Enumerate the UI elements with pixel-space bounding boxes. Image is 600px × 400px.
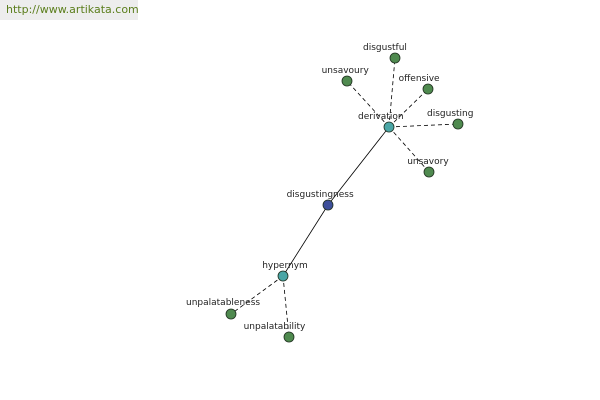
node-derivation[interactable] <box>383 121 395 133</box>
node-unsavory[interactable] <box>423 166 435 178</box>
edge-derivation-offensive <box>388 88 429 128</box>
label-disgusting[interactable]: disgusting <box>427 109 473 119</box>
node-disgustingness[interactable] <box>322 199 334 211</box>
node-hypernym[interactable] <box>277 270 289 282</box>
node-offensive[interactable] <box>422 83 434 95</box>
edge-derivation-unsavoury <box>346 80 390 128</box>
label-derivation[interactable]: derivation <box>358 112 404 122</box>
node-disgusting[interactable] <box>452 118 464 130</box>
graph-nodes <box>225 52 464 343</box>
label-offensive[interactable]: offensive <box>399 74 440 84</box>
node-disgustful[interactable] <box>389 52 401 64</box>
label-hypernym[interactable]: hypernym <box>262 261 308 271</box>
edge-hypernym-unpalatability <box>282 275 290 338</box>
edge-derivation-disgustful <box>388 57 396 128</box>
label-disgustingness[interactable]: disgustingness <box>287 190 354 200</box>
edge-disgustingness-hypernym <box>282 204 329 277</box>
graph-labels: disgustingness derivation hypernym disgustf… <box>186 43 473 332</box>
node-unsavoury[interactable] <box>341 75 353 87</box>
label-unpalatableness[interactable]: unpalatableness <box>186 298 260 308</box>
edge-derivation-disgusting <box>388 123 459 128</box>
label-unsavoury[interactable]: unsavoury <box>322 66 370 76</box>
label-unpalatability[interactable]: unpalatability <box>244 322 306 332</box>
node-unpalatableness[interactable] <box>225 308 237 320</box>
watermark-url: http://www.artikata.com <box>0 0 139 20</box>
edge-hypernym-unpalatableness <box>230 275 284 315</box>
graph-edges <box>230 57 459 338</box>
label-disgustful[interactable]: disgustful <box>363 43 407 53</box>
node-unpalatability[interactable] <box>283 331 295 343</box>
label-unsavory[interactable]: unsavory <box>407 157 449 167</box>
edge-derivation-unsavory <box>388 126 430 173</box>
edge-disgustingness-derivation <box>327 126 390 206</box>
